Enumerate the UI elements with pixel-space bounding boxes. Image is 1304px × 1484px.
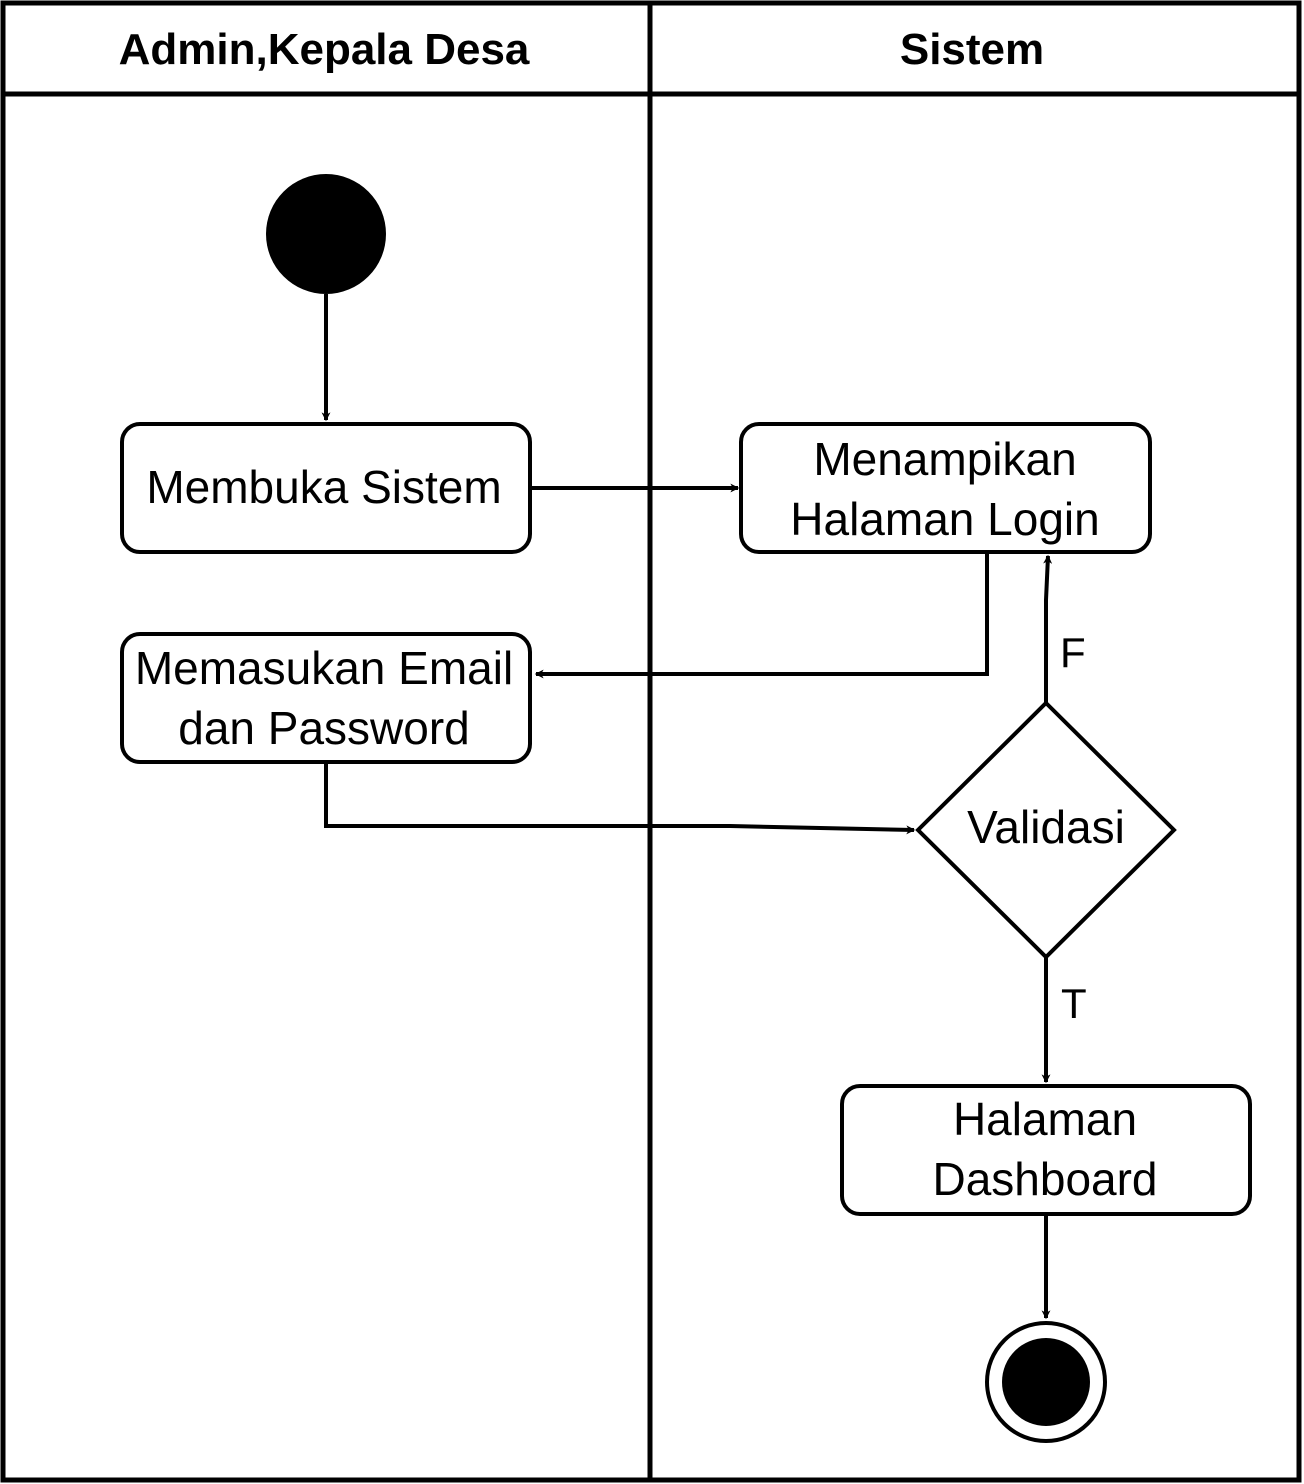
action-label-line2: dan Password — [178, 702, 470, 754]
action-membuka-sistem: Membuka Sistem — [120, 422, 532, 554]
action-label-line1: Menampikan — [813, 433, 1076, 485]
decision-label: Validasi — [967, 801, 1125, 853]
lane-title-sistem: Sistem — [900, 25, 1044, 74]
action-label-line2: Dashboard — [932, 1153, 1157, 1205]
lane-title-admin: Admin,Kepala Desa — [119, 25, 530, 74]
guard-true: T — [1061, 980, 1087, 1027]
edge-login-to-memasukan — [534, 552, 989, 679]
action-label: Membuka Sistem — [146, 461, 501, 513]
start-node — [266, 174, 386, 294]
action-label-line1: Memasukan Email — [135, 642, 513, 694]
action-memasukan-email-password: Memasukan Email dan Password — [120, 632, 532, 764]
decision-validasi: Validasi — [915, 700, 1177, 960]
action-halaman-dashboard: Halaman Dashboard — [840, 1084, 1252, 1216]
action-box — [739, 422, 1152, 554]
action-menampilkan-halaman-login: Menampikan Halaman Login — [739, 422, 1152, 554]
action-label-line1: Halaman — [953, 1093, 1137, 1145]
guard-false: F — [1060, 629, 1086, 676]
end-node-core — [1002, 1338, 1090, 1426]
edge-validasi-false-to-login — [1043, 554, 1053, 703]
end-node — [985, 1321, 1107, 1443]
action-label-line2: Halaman Login — [790, 493, 1099, 545]
edge-memasukan-to-validasi — [324, 762, 916, 835]
